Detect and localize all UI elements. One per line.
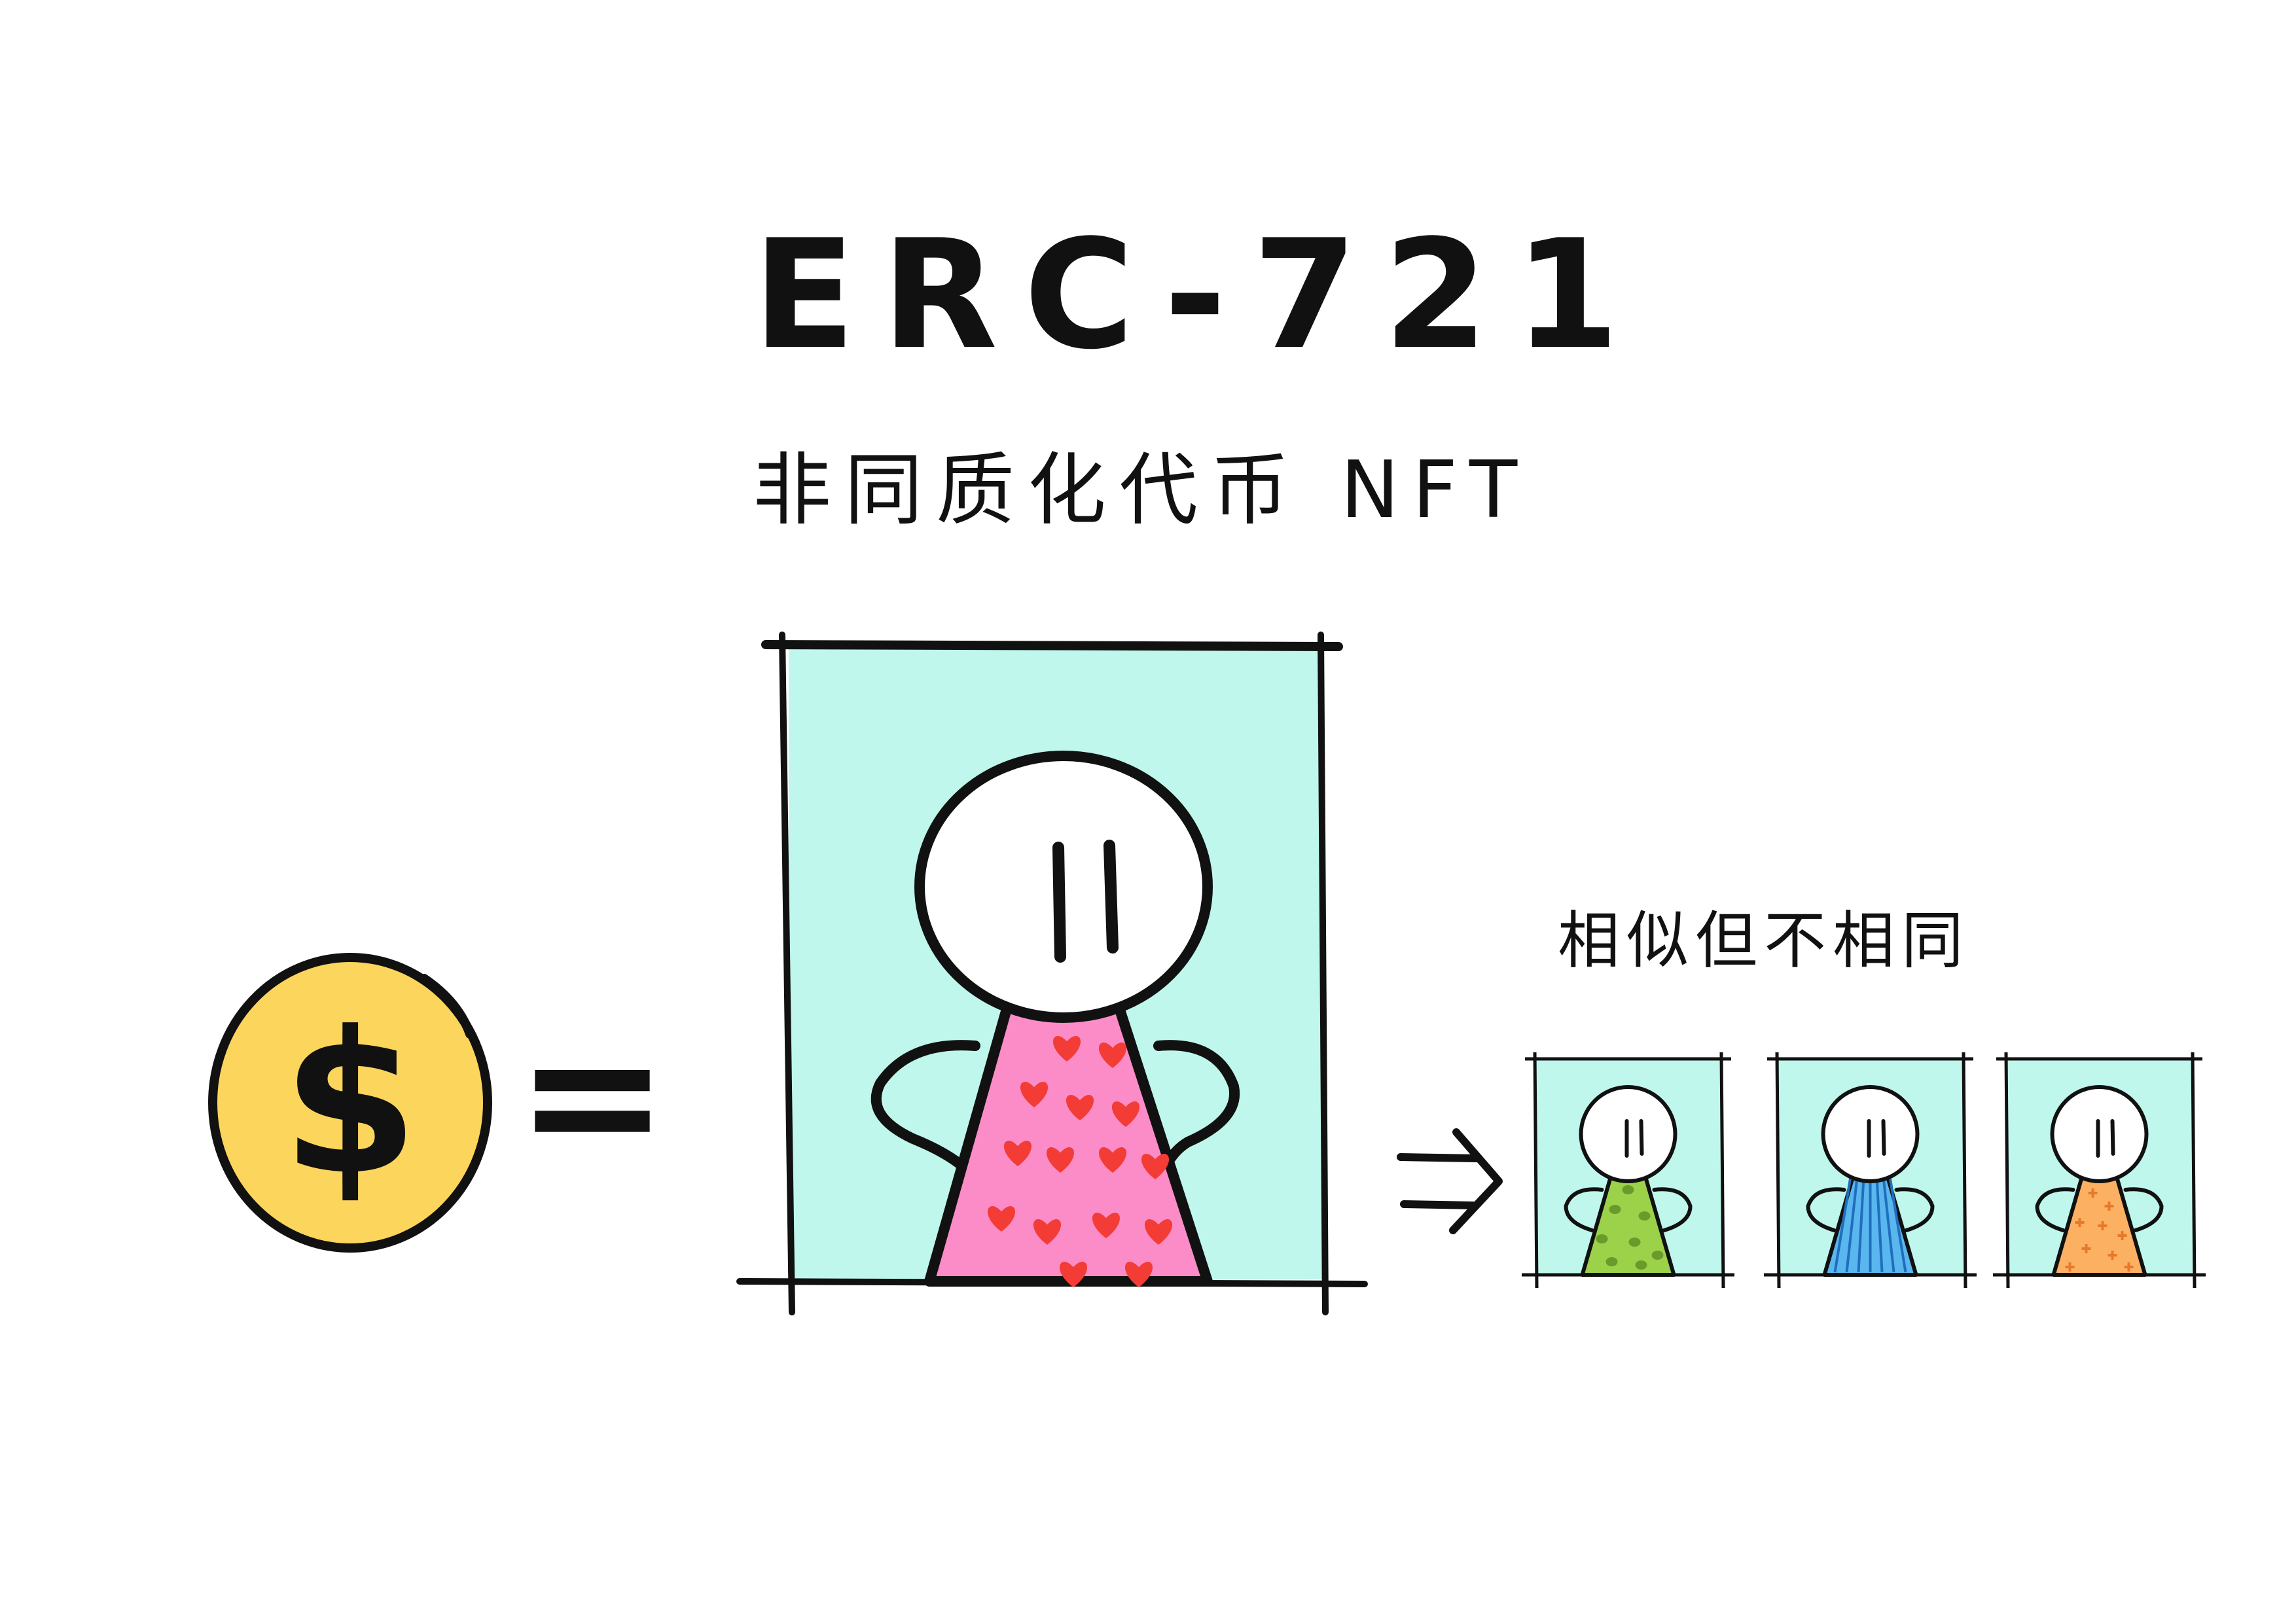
right-arm [1153,1040,1240,1177]
variant-left-arm [2035,1187,2075,1232]
coin-body [208,953,492,1253]
variant-frames [1522,1052,2206,1289]
variant-right-arm [2123,1187,2164,1232]
heart-mark [987,1206,1016,1232]
heart-mark [1059,1262,1088,1287]
variant-stripe [1857,1176,1865,1273]
variant-stripe [1888,1176,1907,1273]
heart-mark [1144,1219,1173,1245]
heart-mark [1092,1213,1121,1238]
heart-mark [1141,1154,1170,1179]
variant-right-arm [1652,1187,1693,1232]
variant-frame-orange-crosses [1993,1052,2206,1289]
title: ERC-721 [753,208,1645,383]
right-eye [1103,840,1119,954]
arrow-head [1449,1128,1503,1234]
variant-frame-right-edge [2191,1052,2197,1289]
variant-right-arm [1894,1187,1935,1232]
variant-right-eye [1639,1119,1644,1156]
variant-stripe [1875,1176,1884,1273]
heart-mark [1003,1141,1032,1166]
variant-left-arm [1564,1187,1604,1232]
main-nft-frame [736,632,1368,1315]
variant-spot [1635,1260,1647,1270]
variant-stripe [1882,1176,1895,1273]
main-frame-right-edge [1318,632,1329,1315]
main-frame-left-edge [779,632,795,1315]
variant-spot [1651,1251,1664,1260]
variant-frame-left-edge [1533,1052,1539,1289]
heart-mark [1111,1101,1140,1127]
variant-frame-blue-stripes [1764,1052,1977,1289]
variant-spot [1609,1205,1621,1214]
main-frame-top-edge [761,640,1343,651]
heart-mark [1052,1036,1081,1061]
arrow-shaft-bottom [1400,1200,1480,1209]
dollar-coin: $ [208,953,492,1253]
variant-spot [1605,1257,1618,1266]
variant-frame-right-edge [1719,1052,1725,1289]
variant-left-arm [1806,1187,1846,1232]
variant-spot [1622,1185,1634,1194]
variant-stripe [1845,1176,1859,1273]
variant-stripe [1833,1176,1852,1273]
variant-frame-left-edge [1775,1052,1781,1289]
variant-spot [1628,1238,1641,1247]
subtitle: 非同质化代币 NFT [753,445,1530,536]
variant-frame-left-edge [2004,1052,2010,1289]
variant-frame-right-edge [1962,1052,1967,1289]
heart-mark [1033,1219,1062,1245]
arrow-icon [1397,1128,1503,1234]
heart-mark [1066,1095,1094,1120]
equals-sign: = [516,989,670,1202]
coin-gloss-mark [420,974,475,1039]
heart-mark [1124,1262,1153,1287]
left-eye [1052,842,1066,963]
variant-spot [1596,1234,1608,1243]
arrow-shaft-top [1397,1153,1480,1162]
heart-mark [1020,1082,1049,1107]
heart-mark [1098,1043,1127,1068]
variant-spot [1638,1211,1651,1221]
heart-pattern [987,1036,1173,1287]
heart-mark [1046,1147,1075,1173]
variant-frame-green-spots [1522,1052,1734,1289]
heart-mark [1098,1147,1127,1173]
dollar-icon: $ [282,990,419,1218]
left-arm [870,1040,980,1177]
variants-caption: 相似但不相同 [1558,905,1970,977]
